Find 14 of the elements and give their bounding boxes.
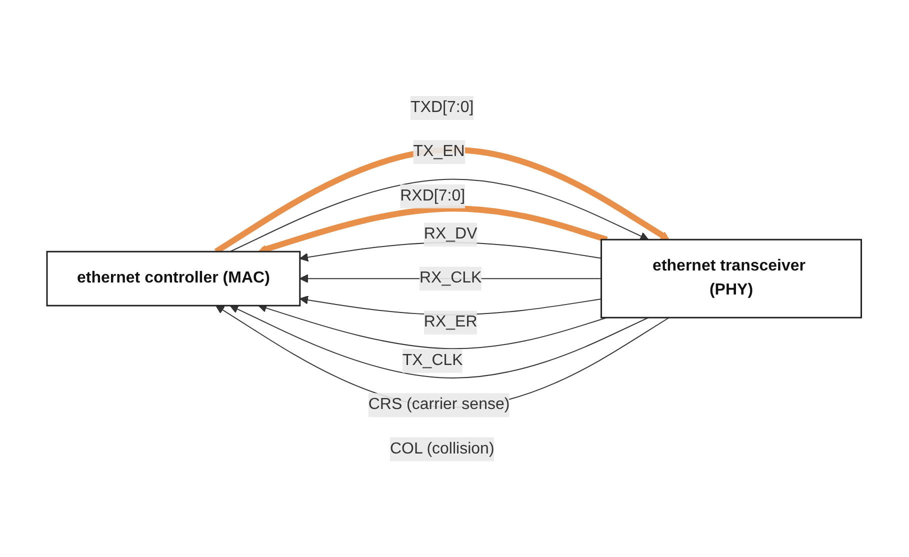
arrow — [230, 178, 650, 252]
edge-label: RX_DV — [424, 226, 478, 242]
edge-label: TX_EN — [414, 143, 466, 160]
edge-label: RXD[7:0] — [400, 187, 466, 204]
edge-label: TX_CLK — [402, 352, 464, 369]
edge-label: CRS (carrier sense) — [368, 396, 510, 413]
arrow — [258, 206, 608, 254]
node-box: ethernet controller (MAC) — [46, 250, 302, 306]
edge-label: TXD[7:0] — [410, 98, 474, 116]
edge-label: RX_CLK — [420, 270, 482, 286]
node-box: ethernet transceiver (PHY) — [600, 238, 862, 318]
edge-label: COL (collision) — [390, 440, 495, 458]
arrow — [230, 304, 650, 378]
edge-label: RX_ER — [424, 314, 478, 330]
